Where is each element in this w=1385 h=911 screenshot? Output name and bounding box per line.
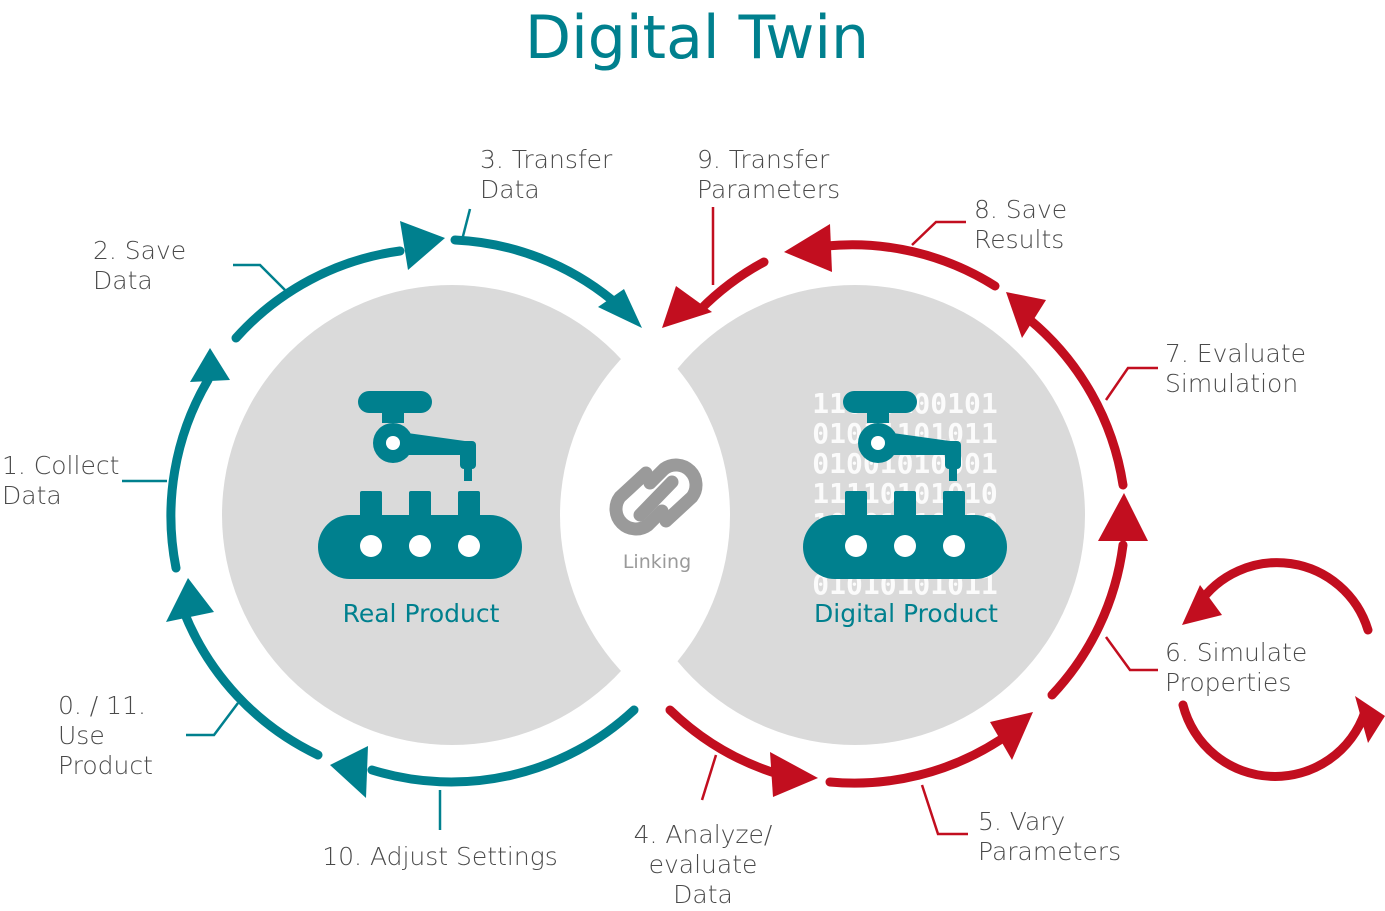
- svg-text:5. Vary: 5. Vary: [978, 807, 1065, 836]
- step-label-collect-data: 1. Collect Data: [2, 451, 119, 510]
- svg-text:Data: Data: [673, 880, 733, 909]
- svg-text:Properties: Properties: [1165, 668, 1291, 697]
- svg-text:4. Analyze/: 4. Analyze/: [634, 820, 773, 849]
- svg-text:Results: Results: [974, 225, 1064, 254]
- step-label-transfer-data: 3. Transfer Data: [480, 145, 613, 204]
- step-label-simulate-properties: 6. Simulate Properties: [1165, 638, 1307, 697]
- step-label-save-data: 2. Save Data: [93, 236, 186, 295]
- svg-text:Product: Product: [58, 751, 153, 780]
- digital-product-label: Digital Product: [814, 599, 998, 628]
- teal-cycle: [122, 208, 642, 830]
- svg-text:8. Save: 8. Save: [974, 195, 1067, 224]
- step-label-transfer-parameters: 9. Transfer Parameters: [697, 145, 840, 204]
- svg-text:6. Simulate: 6. Simulate: [1165, 638, 1307, 667]
- svg-text:3. Transfer: 3. Transfer: [480, 145, 613, 174]
- step-label-analyze-data: 4. Analyze/ evaluate Data: [634, 820, 773, 909]
- red-cycle: [662, 207, 1385, 836]
- chain-link-icon: [609, 458, 703, 536]
- diagram-title: Digital Twin: [525, 3, 869, 73]
- svg-text:2. Save: 2. Save: [93, 236, 186, 265]
- svg-text:7. Evaluate: 7. Evaluate: [1165, 339, 1306, 368]
- step-label-vary-parameters: 5. Vary Parameters: [978, 807, 1121, 866]
- svg-text:Simulation: Simulation: [1165, 369, 1298, 398]
- linking-label: Linking: [623, 551, 691, 573]
- svg-text:evaluate: evaluate: [649, 850, 758, 879]
- svg-text:Parameters: Parameters: [978, 837, 1121, 866]
- svg-text:Parameters: Parameters: [697, 175, 840, 204]
- svg-text:Use: Use: [58, 721, 105, 750]
- svg-text:Data: Data: [93, 266, 153, 295]
- step-label-evaluate-simulation: 7. Evaluate Simulation: [1165, 339, 1306, 398]
- svg-text:Data: Data: [480, 175, 540, 204]
- svg-text:1. Collect: 1. Collect: [2, 451, 119, 480]
- step-label-save-results: 8. Save Results: [974, 195, 1067, 254]
- svg-text:0. / 11.: 0. / 11.: [58, 691, 146, 720]
- step-label-use-product: 0. / 11. Use Product: [58, 691, 153, 780]
- svg-text:Data: Data: [2, 481, 62, 510]
- simulation-loop-bottom: [1178, 700, 1370, 781]
- simulation-loop-top: [1193, 558, 1373, 635]
- svg-text:10. Adjust Settings: 10. Adjust Settings: [322, 842, 557, 871]
- step-label-adjust-settings: 10. Adjust Settings: [322, 842, 557, 871]
- svg-text:9. Transfer: 9. Transfer: [697, 145, 830, 174]
- real-product-wheels: [360, 436, 480, 557]
- digital-product-wheels: [845, 436, 965, 557]
- real-product-label: Real Product: [343, 599, 500, 628]
